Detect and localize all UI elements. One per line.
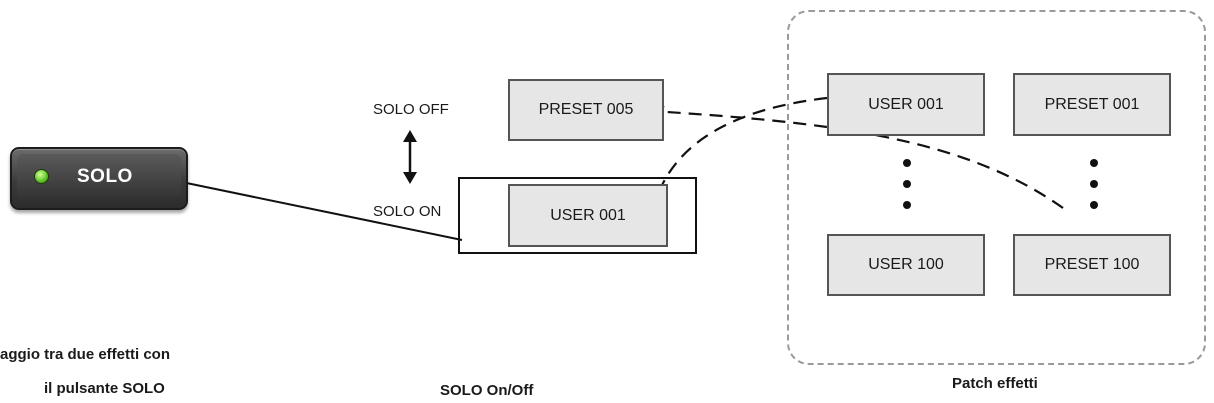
ellipsis-dot (1090, 201, 1098, 209)
ellipsis-dot (903, 159, 911, 167)
caption-middle: SOLO On/Off (440, 382, 534, 399)
patch-user-001: USER 001 (827, 73, 985, 136)
patch-user-100-label: USER 100 (868, 256, 944, 273)
patch-user-001-label: USER 001 (868, 95, 944, 113)
solo-button-face: SOLO (17, 154, 181, 199)
led-indicator-icon (34, 169, 49, 184)
toggle-arrow-down-head (403, 172, 417, 184)
caption-left-line2: il pulsante SOLO (44, 380, 165, 397)
caption-right: Patch effetti (952, 375, 1038, 392)
patch-preset-100-label: PRESET 100 (1044, 256, 1140, 273)
solo-connector-line (171, 179, 463, 241)
dashed-arrow-preset-to-off-slot (650, 105, 1064, 209)
solo-on-frame (458, 177, 697, 254)
ellipsis-dot (903, 180, 911, 188)
ellipsis-dot (1090, 159, 1098, 167)
ellipsis-dot (1090, 180, 1098, 188)
solo-on-slot-label: USER 001 (550, 206, 626, 224)
ellipsis-dot (903, 201, 911, 209)
solo-on-slot: USER 001 (508, 184, 668, 247)
solo-off-label: SOLO OFF (373, 101, 449, 118)
patch-preset-001: PRESET 001 (1013, 73, 1171, 136)
patch-preset-001-label: PRESET 001 (1044, 95, 1140, 113)
patch-user-100: USER 100 (827, 234, 985, 296)
patch-preset-100: PRESET 100 (1013, 234, 1171, 296)
caption-left-line1: aggio tra due effetti con (0, 346, 171, 363)
solo-on-label: SOLO ON (373, 203, 442, 220)
solo-off-slot: PRESET 005 (508, 79, 664, 141)
patch-effects-area (787, 10, 1206, 365)
solo-off-slot-label: PRESET 005 (538, 101, 634, 118)
solo-button-label: SOLO (77, 165, 133, 187)
solo-button[interactable]: SOLO (10, 147, 188, 210)
toggle-arrow-up-head (403, 130, 417, 142)
